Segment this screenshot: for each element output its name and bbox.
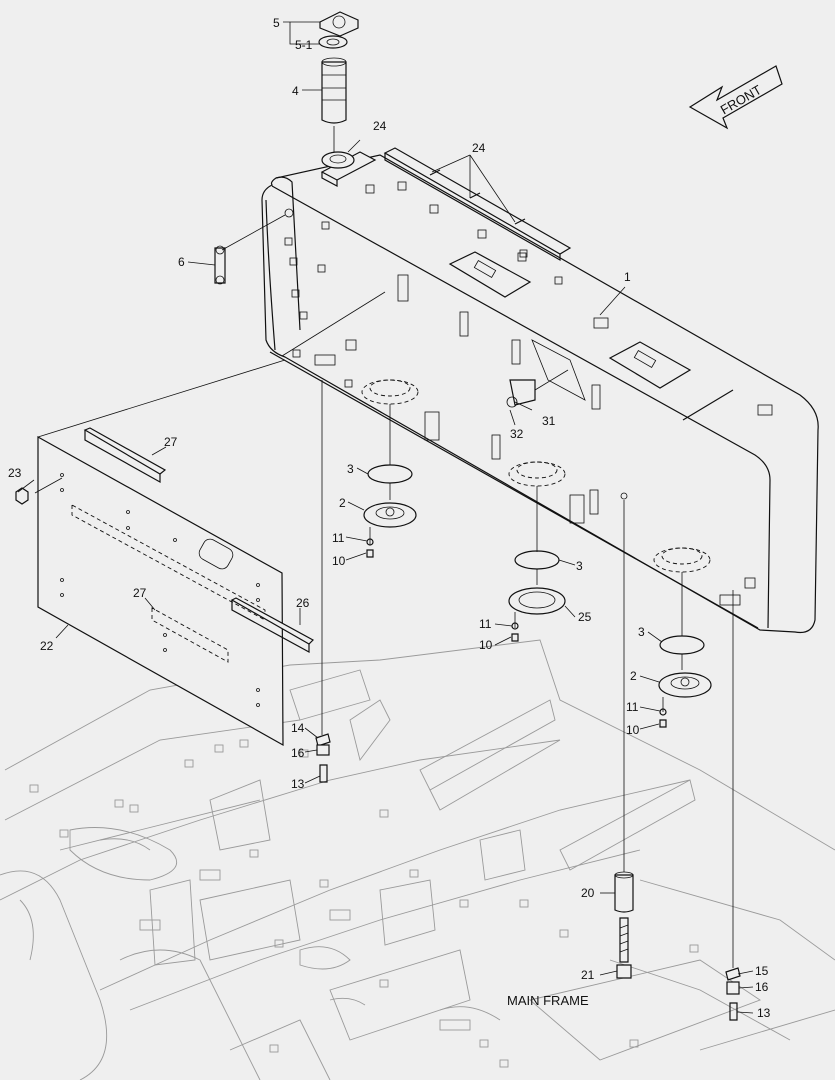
main-frame-ghost: [0, 639, 835, 1080]
callout-25: 25: [578, 610, 592, 624]
callout-1: 1: [624, 270, 631, 284]
callout-13a: 13: [291, 777, 305, 791]
callout-2b: 2: [630, 669, 637, 683]
callout-24a: 24: [373, 119, 387, 133]
callout-22: 22: [40, 639, 54, 653]
drain-covers: [363, 404, 712, 728]
callout-10b: 10: [479, 638, 493, 652]
callout-14: 14: [291, 721, 305, 735]
leader-lines: [17, 21, 754, 1014]
tank-body: [261, 154, 819, 634]
bolt-23: [15, 487, 29, 505]
level-gauge-rod: [214, 214, 286, 285]
callout-32: 32: [510, 427, 524, 441]
callout-26: 26: [296, 596, 310, 610]
callout-5: 5: [273, 16, 280, 30]
callout-2a: 2: [339, 496, 346, 510]
callout-24b: 24: [472, 141, 486, 155]
callout-15: 15: [755, 964, 769, 978]
top-strips: [320, 147, 572, 262]
callout-6: 6: [178, 255, 185, 269]
callout-11c: 11: [626, 700, 639, 714]
callout-labels: 5 5-1 4 24 24 6 1 31 32 27 23 3 2 11 10 …: [8, 16, 771, 1020]
callout-23: 23: [8, 466, 22, 480]
rubber-strips: [83, 427, 314, 654]
callout-13b: 13: [757, 1006, 771, 1020]
callout-4: 4: [292, 84, 299, 98]
callout-3b: 3: [576, 559, 583, 573]
callout-20: 20: [581, 886, 595, 900]
callout-16b: 16: [755, 980, 769, 994]
front-arrow-label: FRONT: [718, 82, 764, 117]
filler-assembly: [318, 11, 359, 169]
front-arrow: FRONT: [688, 65, 783, 130]
callout-11a: 11: [332, 531, 345, 545]
callout-16a: 16: [291, 746, 305, 760]
callout-10c: 10: [626, 723, 640, 737]
callout-11b: 11: [479, 617, 492, 631]
callout-3a: 3: [347, 462, 354, 476]
main-frame-label: MAIN FRAME: [507, 993, 589, 1008]
side-cover-panel: [34, 291, 386, 747]
switch-bracket: [506, 369, 569, 408]
callout-5-1: 5-1: [295, 38, 313, 52]
callout-10a: 10: [332, 554, 346, 568]
callout-27b: 27: [133, 586, 147, 600]
callout-31: 31: [542, 414, 556, 428]
callout-27a: 27: [164, 435, 178, 449]
callout-21: 21: [581, 968, 595, 982]
callout-3c: 3: [638, 625, 645, 639]
